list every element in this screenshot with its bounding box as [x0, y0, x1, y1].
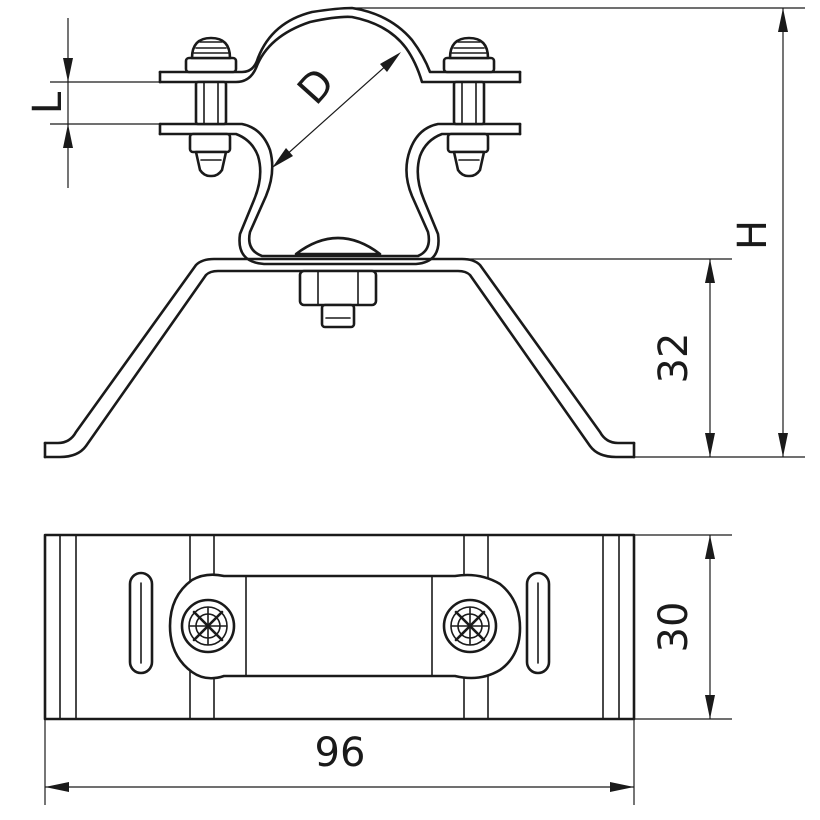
- dim-L-label: L: [25, 91, 71, 114]
- right-screw: [442, 36, 496, 178]
- top-view: 30 96: [43, 533, 732, 805]
- rubber-insert: [294, 236, 382, 256]
- dim-96-label: 96: [315, 730, 366, 776]
- dim-32: 32: [462, 258, 732, 457]
- front-view: L D H 32: [25, 6, 805, 459]
- dim-30: 30: [634, 534, 732, 720]
- dim-L: L: [25, 18, 186, 188]
- bottom-nut: [298, 269, 378, 329]
- left-screw: [184, 36, 238, 178]
- dim-H: H: [352, 7, 805, 458]
- dim-D-label: D: [289, 60, 344, 114]
- dim-96: 96: [44, 719, 635, 805]
- base-plate-outline: [43, 533, 636, 721]
- right-screw-head: [442, 598, 498, 654]
- dim-D: D: [272, 52, 401, 168]
- pipe-clamp: [158, 6, 522, 266]
- dim-H-label: H: [730, 220, 776, 250]
- left-screw-head: [180, 598, 236, 654]
- dim-30-label: 30: [651, 602, 697, 653]
- dim-32-label: 32: [651, 333, 697, 384]
